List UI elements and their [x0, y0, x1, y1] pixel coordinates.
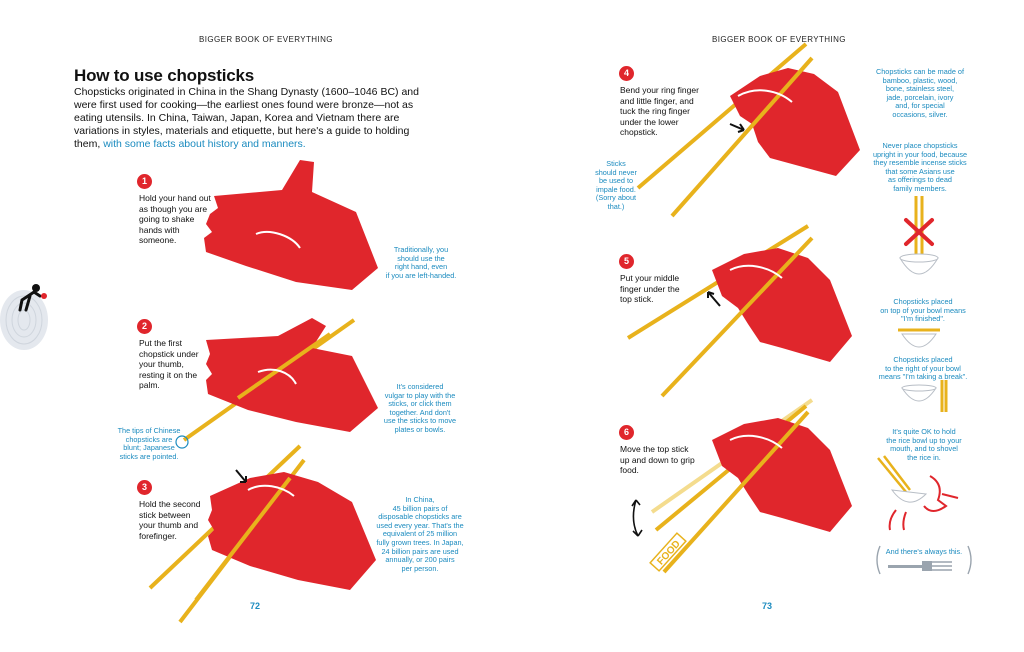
page-title: How to use chopsticks	[74, 66, 255, 85]
intro-highlight: with some facts about history and manner…	[103, 138, 306, 150]
hand-illustration-step-6: FOOD	[631, 398, 852, 574]
step-5-number: 5	[619, 254, 634, 269]
step-3-text: Hold the second stick between your thumb…	[139, 499, 201, 541]
left-page: BIGGER BOOK OF EVERYTHING How to use cho…	[0, 35, 464, 624]
arrow-icon	[235, 469, 247, 483]
step-2-text: Put the first chopstick under your thumb…	[139, 338, 199, 390]
hand-illustration-step-2	[175, 318, 378, 449]
page-number-left: 72	[250, 601, 261, 611]
bowl-finished-icon	[898, 328, 940, 348]
bowl-upright-icon	[899, 196, 939, 275]
arrow-icon	[707, 291, 721, 307]
fact-impale: Sticks should never be used to impale fo…	[595, 159, 637, 211]
bowl-break-icon	[901, 380, 948, 412]
step-2-number: 2	[137, 319, 152, 334]
rice-eating-illustration	[877, 455, 959, 531]
running-head-right: BIGGER BOOK OF EVERYTHING	[712, 35, 846, 44]
fork-icon	[876, 545, 972, 575]
step-6-text: Move the top stick up and down to grip f…	[620, 444, 695, 475]
fact-vulgar: It's considered vulgar to play with the …	[383, 382, 457, 434]
thumbprint-figure-icon	[0, 284, 48, 350]
fact-finished: Chopsticks placed on top of your bowl me…	[880, 297, 966, 324]
prohibited-x-icon	[904, 218, 934, 246]
fact-upright: Never place chopsticks upright in your f…	[872, 141, 968, 193]
step-3-number: 3	[137, 480, 152, 495]
fact-right-hand: Traditionally, you should use the right …	[385, 245, 457, 280]
arrow-icon	[632, 499, 639, 537]
arrow-icon	[729, 123, 745, 133]
fact-disposable: In China, 45 billion pairs of disposable…	[376, 495, 464, 573]
fact-materials: Chopsticks can be made of bamboo, plasti…	[875, 67, 964, 119]
fact-rice-bowl: It's quite OK to hold the rice bowl up t…	[886, 427, 962, 462]
hand-illustration-step-3	[148, 444, 376, 624]
hand-illustration-step-5	[626, 224, 852, 398]
fact-break: Chopsticks placed to the right of your b…	[878, 355, 968, 382]
page-number-right: 73	[762, 601, 773, 611]
step-1-text: Hold your hand out as though you are goi…	[139, 193, 211, 245]
step-1-number: 1	[137, 174, 152, 189]
hand-illustration-step-4	[636, 42, 860, 218]
step-5-text: Put your middle finger under the top sti…	[620, 273, 680, 304]
running-head-left: BIGGER BOOK OF EVERYTHING	[199, 35, 333, 44]
fact-tips: The tips of Chinese chopsticks are blunt…	[117, 426, 181, 461]
fact-fork: And there's always this.	[885, 547, 963, 556]
right-page: BIGGER BOOK OF EVERYTHING 4 Bend your ri…	[512, 0, 1024, 652]
hand-illustration-step-1	[204, 160, 378, 290]
step-4-text: Bend your ring finger and little finger,…	[620, 85, 699, 137]
intro-paragraph: Chopsticks originated in China in the Sh…	[74, 86, 419, 150]
step-6-number: 6	[619, 425, 634, 440]
step-4-number: 4	[619, 66, 634, 81]
